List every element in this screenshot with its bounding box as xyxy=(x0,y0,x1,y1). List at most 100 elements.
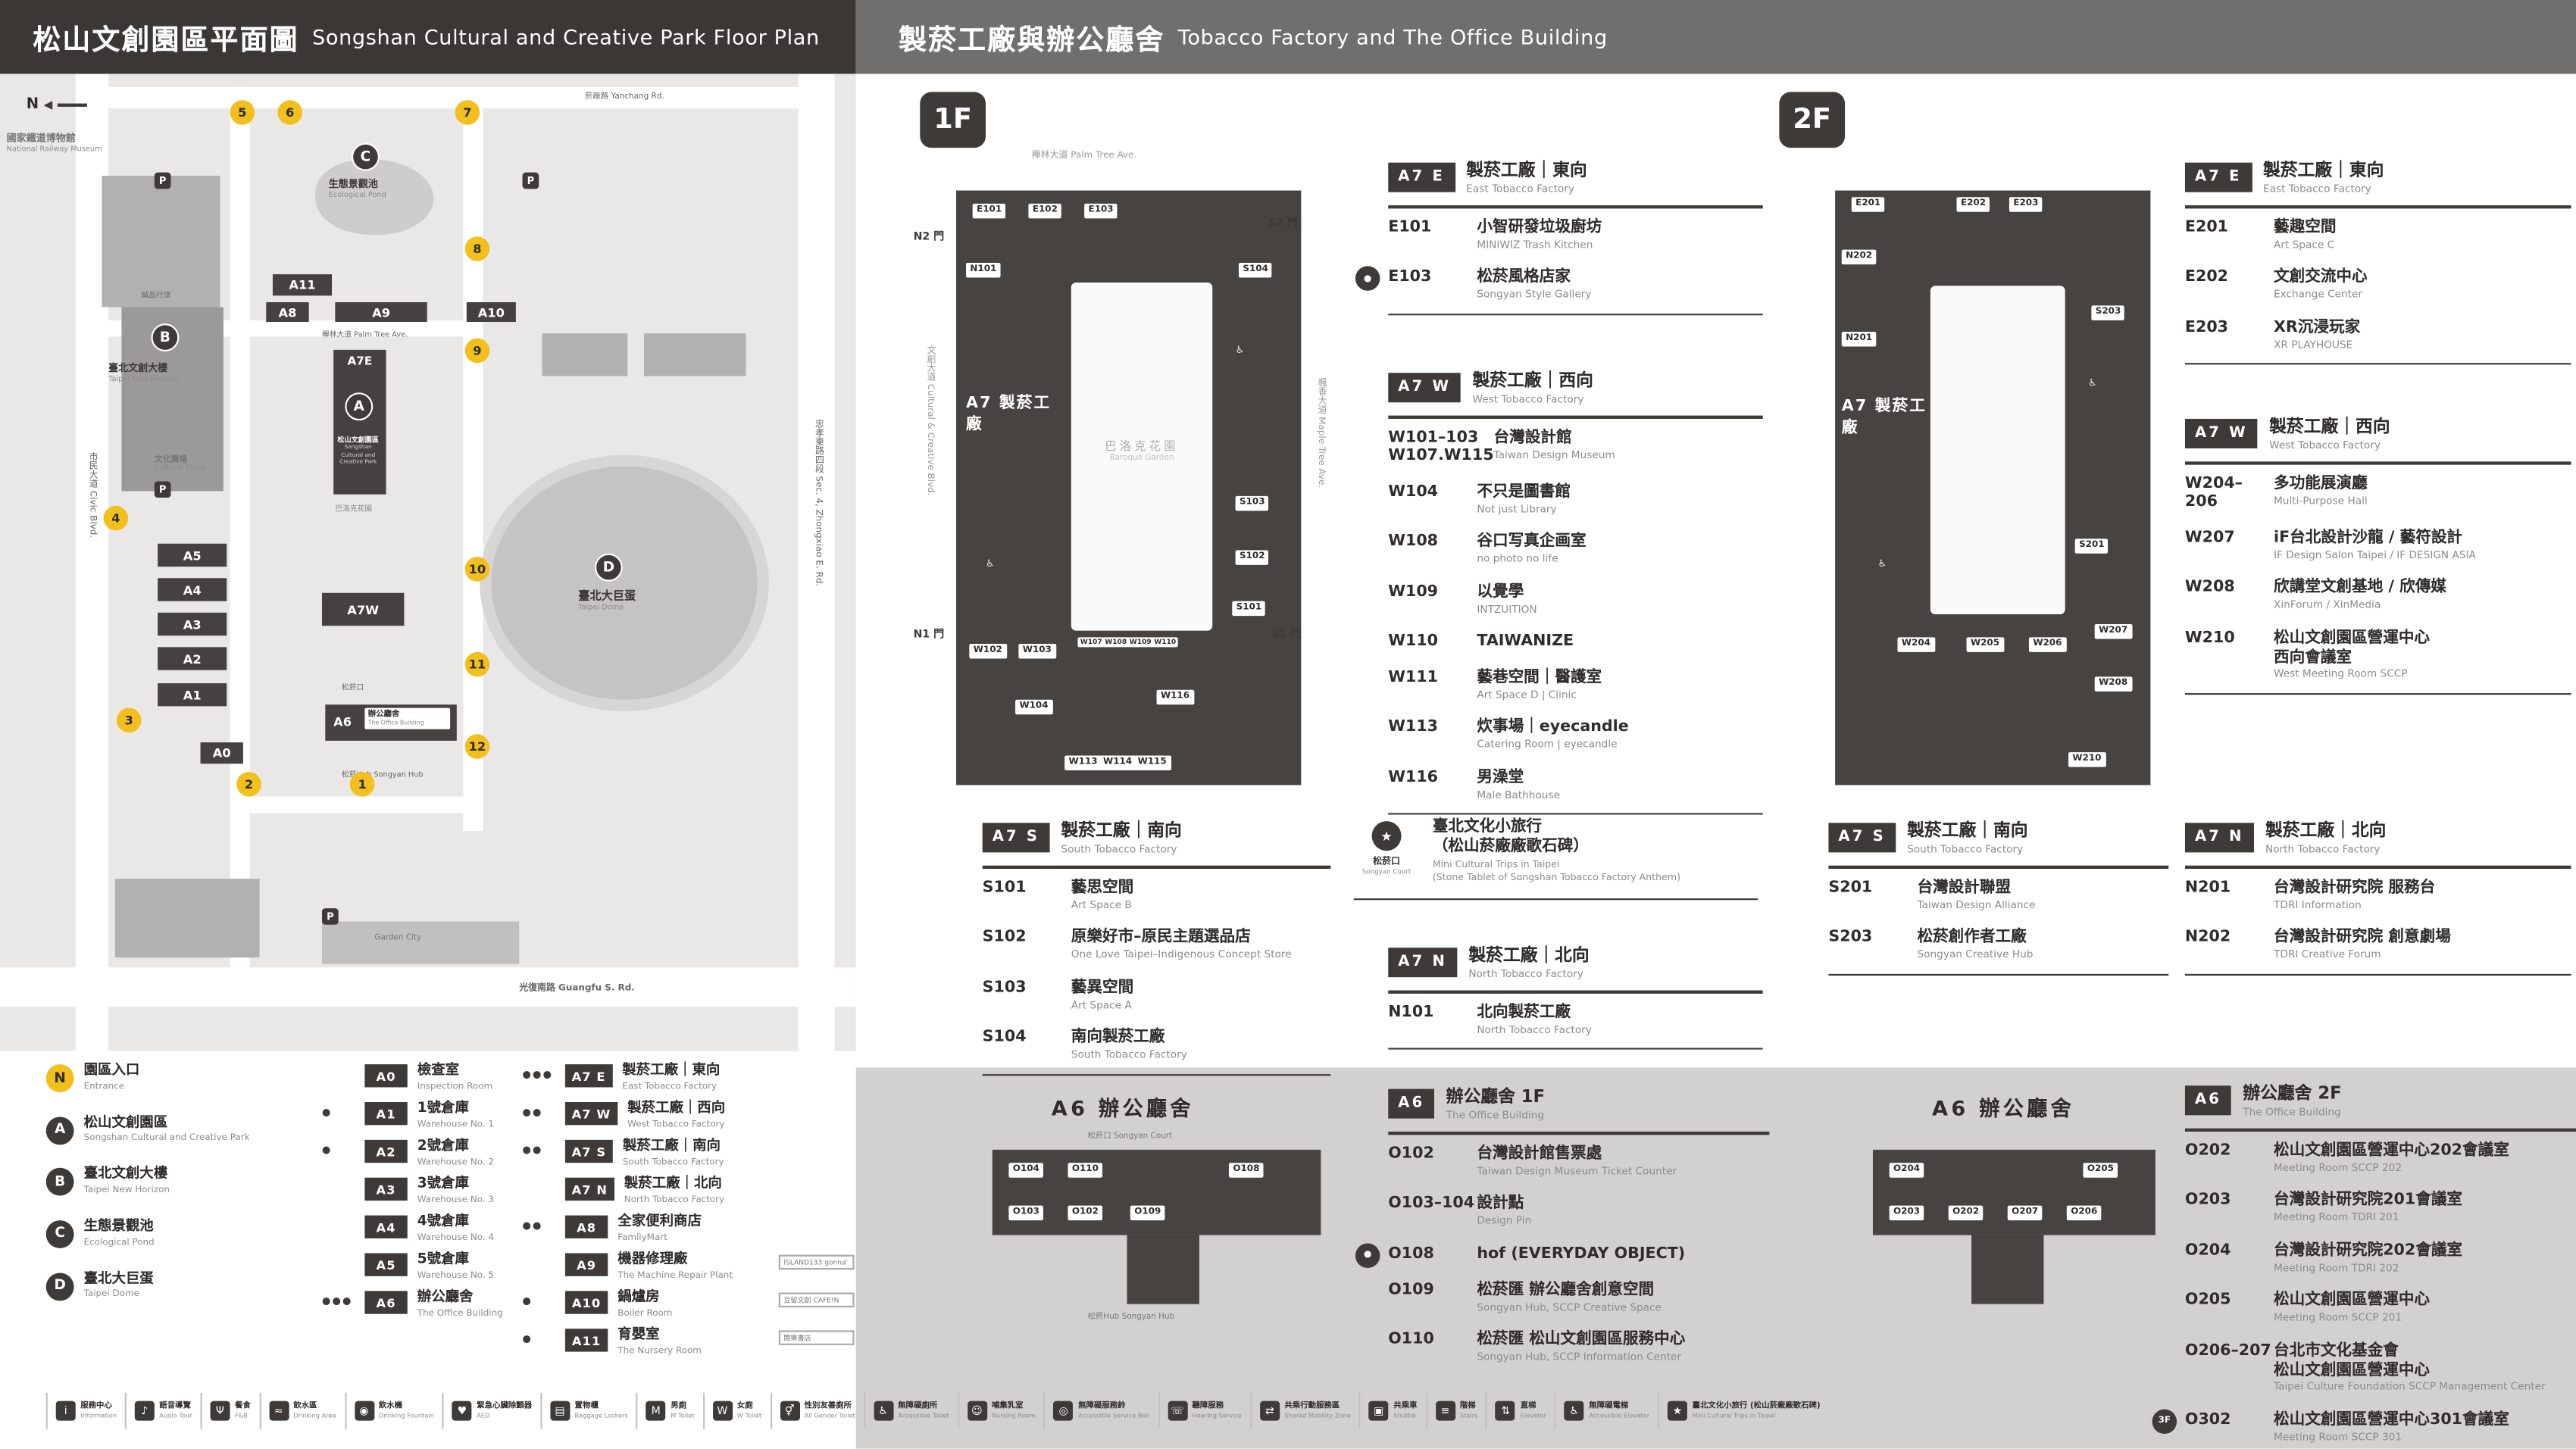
gate-s2: S2 門 xyxy=(1268,217,1298,230)
room-names: 以覺學 INTZUITION xyxy=(1477,582,1537,616)
legend-building-row: A4 4號倉庫 Warehouse No. 4 xyxy=(364,1213,578,1254)
room-code: E202 xyxy=(2184,268,2229,287)
building-label-a1: A1 xyxy=(158,683,227,707)
venue-badge: C xyxy=(45,1219,74,1248)
section-badge: A7 E xyxy=(2184,161,2252,192)
room-code: W109 xyxy=(1388,582,1439,601)
entrance-marker-9: 9 xyxy=(464,338,490,364)
room-list-item: O203 台灣設計研究院201會議室 Meeting Room TDRI 201 xyxy=(2185,1182,2576,1232)
north-indicator: N ◀ xyxy=(27,97,87,114)
venue-names: 臺北大巨蛋 Taipei Dome xyxy=(83,1270,154,1300)
facility-dots-icon: ● xyxy=(522,1295,533,1308)
songyan-court-text: 臺北文化小旅行 （松山菸廠廠歌石碑） Mini Cultural Trips i… xyxy=(1432,817,1681,884)
room-code: W111 xyxy=(1388,668,1439,687)
room-list-item: N201 台灣設計研究院 服務台 TDRI Information xyxy=(2185,869,2571,919)
facility-labels: 無障礙電梯 Accessible Elevator xyxy=(1589,1402,1650,1419)
room-list-item: O204 台灣設計研究院202會議室 Meeting Room TDRI 202 xyxy=(2185,1232,2576,1282)
venue-marker-b: B xyxy=(151,323,180,352)
entrance-badge: N xyxy=(45,1064,74,1092)
facility-item: W 女廁 W Toilet xyxy=(702,1392,770,1429)
section-badge: A7 N xyxy=(2184,822,2254,852)
room-code: S104 xyxy=(982,1028,1027,1047)
room-list-item: S102 原樂好市–原民主題選品店 One Love Taipei–Indige… xyxy=(983,919,1331,969)
street-bottom-label: 光復南路 Guangfu S. Rd. xyxy=(519,983,635,994)
room-code: O204 xyxy=(2184,1241,2231,1260)
left-panel-header: 松山文創園區平面圖 Songshan Cultural and Creative… xyxy=(0,0,856,74)
facility-labels: 女廁 W Toilet xyxy=(736,1402,762,1419)
building-names: 4號倉庫 Warehouse No. 4 xyxy=(417,1213,495,1243)
building-label-a3: A3 xyxy=(158,612,227,636)
room-names: 松菸匯 松山文創園區服務中心 Songyan Hub, SCCP Informa… xyxy=(1477,1330,1686,1363)
building-badge: A7 E xyxy=(564,1064,613,1088)
section-items: E201 藝趣空間 Art Space C E202 文創交流中心 Exchan… xyxy=(2184,208,2571,365)
room-list-item: W109 以覺學 INTZUITION xyxy=(1388,573,1762,623)
floor-badge-2f: 2F xyxy=(1779,92,1846,148)
plan-room: W109 xyxy=(1127,637,1155,648)
room-names: 台灣設計研究院201會議室 Meeting Room TDRI 201 xyxy=(2274,1191,2463,1225)
room-list-item: W208 欣講堂文創基地 / 欣傳媒 XinForum / XinMedia xyxy=(2185,569,2571,619)
gate-s1: S1 門 xyxy=(1271,627,1302,641)
building-label-a6: A6 xyxy=(333,714,352,729)
building-badge: A4 xyxy=(364,1215,408,1238)
room-list-item: W204–206 多功能展演廳 Multi-Purpose Hall xyxy=(2185,465,2571,519)
facility-item: ☏ 聽障服務 Hearing Service xyxy=(1157,1392,1250,1429)
room-icon: 3F xyxy=(2152,1409,2177,1434)
room-code: O102 xyxy=(1388,1145,1434,1163)
entrance-marker-4: 4 xyxy=(103,505,129,531)
room-names: 台灣設計研究院202會議室 Meeting Room TDRI 202 xyxy=(2274,1241,2463,1275)
room-code: O109 xyxy=(1388,1280,1434,1299)
section-items: N201 台灣設計研究院 服務台 TDRI Information N202 台… xyxy=(2184,869,2571,976)
facility-labels: 飲水區 Drinking Area xyxy=(293,1402,336,1419)
legend-building-row: ●● A7 W 製菸工廠｜西向 West Tobacco Factory xyxy=(523,1101,855,1140)
accessible-icon: ♿ xyxy=(1235,345,1245,357)
plan-room: E103 xyxy=(1084,203,1118,218)
entrance-marker-2: 2 xyxy=(236,772,261,797)
office-building-tag: 辦公廳舍 The Office Building xyxy=(364,707,451,729)
plan-room: S201 xyxy=(2074,539,2109,553)
cinema-block xyxy=(114,879,260,958)
plan-room: O102 xyxy=(1068,1205,1103,1220)
left-title-en: Songshan Cultural and Creative Park Floo… xyxy=(311,24,820,50)
plan-room: W210 xyxy=(2068,752,2106,767)
facility-icon: ★ xyxy=(1667,1401,1687,1421)
room-names: 松山文創園區營運中心 Meeting Room SCCP 201 xyxy=(2274,1291,2431,1325)
room-names: 台北市文化基金會 松山文創園區營運中心 Taipei Culture Found… xyxy=(2274,1341,2546,1394)
room-names: 炊事場｜eyecandle Catering Room | eyecandle xyxy=(1477,718,1629,751)
street-right-label: 忠孝東路四段 Sec. 4, Zhongxiao E. Rd. xyxy=(813,418,824,587)
plan-room: S101 xyxy=(1232,601,1266,616)
building-label-a0: A0 xyxy=(200,742,243,764)
legend-building-row: ●● A7 S 製菸工廠｜南向 South Tobacco Factory xyxy=(523,1138,855,1178)
facility-item: ★ 臺北文化小旅行 (松山菸廠廠歌石碑) Mini Cultural Trips… xyxy=(1657,1392,1829,1429)
road xyxy=(230,796,483,814)
room-names: 欣講堂文創基地 / 欣傳媒 XinForum / XinMedia xyxy=(2274,578,2446,611)
building-badge: A7 S xyxy=(564,1139,613,1163)
section-badge: A6 xyxy=(2184,1085,2232,1115)
facility-dots-icon: ● xyxy=(522,1333,533,1345)
plan-room: E203 xyxy=(2009,197,2043,211)
room-code: W210 xyxy=(2184,628,2235,647)
plan-room: W115 xyxy=(1133,755,1171,770)
room-list-item: W210 松山文創園區營運中心 西向會議室 West Meeting Room … xyxy=(2185,619,2571,689)
entrance-marker-10: 10 xyxy=(464,557,490,582)
plan-room: W116 xyxy=(1156,689,1194,704)
plan-room: W110 xyxy=(1152,637,1179,648)
room-names: 松山文創園區營運中心202會議室 Meeting Room SCCP 202 xyxy=(2274,1141,2509,1175)
building-names: 製菸工廠｜南向 South Tobacco Factory xyxy=(622,1138,724,1168)
venue-badge: D xyxy=(45,1272,74,1301)
building-label-a11: A11 xyxy=(272,274,333,296)
legend-column-venues: N 園區入口 Entrance A 松山文創園區 Songshan Cultur… xyxy=(45,1063,317,1324)
venue-names: 松山文創園區 Songshan Cultural and Creative Pa… xyxy=(83,1114,250,1145)
room-code: E203 xyxy=(2184,318,2229,337)
songyan-court-label: 松菸口 xyxy=(342,685,364,694)
building-badge: A8 xyxy=(564,1215,608,1238)
